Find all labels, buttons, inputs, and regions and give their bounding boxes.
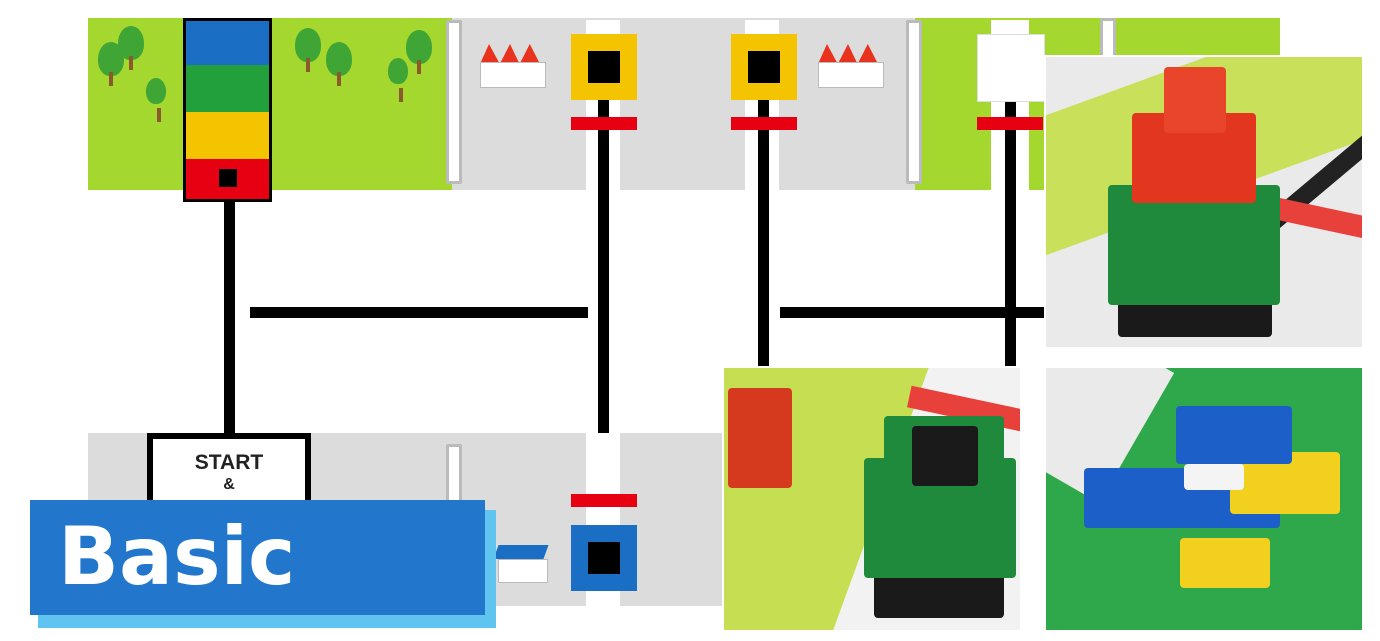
factory-icon <box>478 34 548 89</box>
track-line <box>780 307 1046 318</box>
tree-icon <box>118 26 144 70</box>
wall-marker <box>446 20 462 184</box>
tree-icon <box>326 42 352 86</box>
tree-icon <box>295 28 321 72</box>
level-label: Basic <box>58 510 296 603</box>
track-line <box>224 199 235 435</box>
tree-icon <box>146 78 166 122</box>
photo-red-green-black-tower <box>1044 55 1364 349</box>
track-line <box>598 98 609 528</box>
yellow-marker <box>731 34 797 100</box>
track-line <box>1005 98 1016 370</box>
tree-icon <box>388 58 408 102</box>
white-marker <box>977 34 1045 102</box>
stop-line <box>571 494 637 507</box>
stop-line <box>571 117 637 130</box>
start-sublabel: & <box>223 476 235 493</box>
stop-line <box>731 117 797 130</box>
track-line <box>250 307 588 318</box>
photo-blue-yellow-plane <box>1044 366 1364 632</box>
wall-marker <box>906 20 922 184</box>
color-zone-column <box>183 18 272 202</box>
start-label: START <box>194 451 264 474</box>
blue-marker <box>571 525 637 591</box>
photo-green-black-block <box>722 366 1022 632</box>
yellow-marker <box>571 34 637 100</box>
factory-icon <box>816 34 886 89</box>
house-icon <box>493 545 552 585</box>
level-banner: Basic <box>30 500 485 615</box>
tree-icon <box>406 30 432 74</box>
track-line <box>758 98 769 370</box>
stop-line <box>977 117 1043 130</box>
